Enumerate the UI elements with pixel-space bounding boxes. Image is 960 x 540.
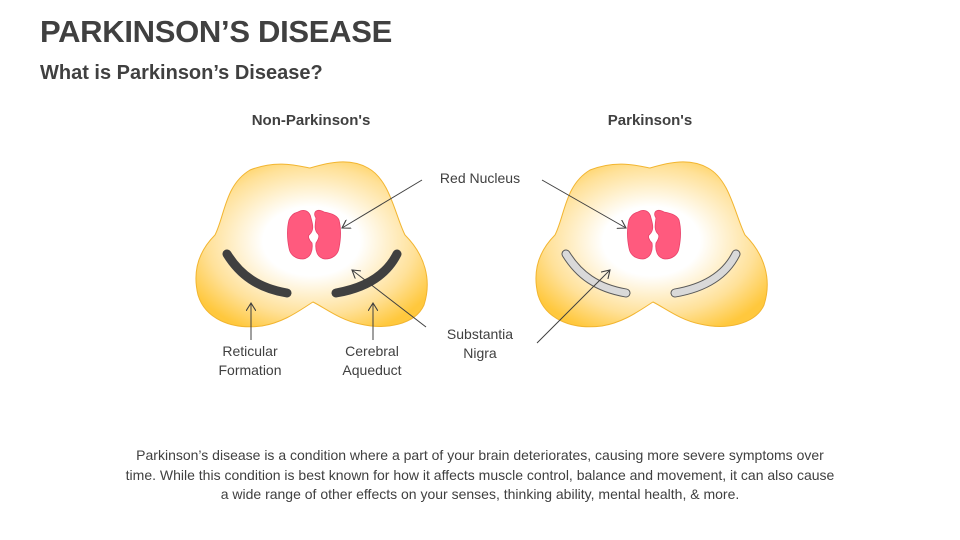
left-midbrain: [195, 161, 428, 328]
label-red-nucleus: Red Nucleus: [439, 170, 521, 186]
page-title: PARKINSON’S DISEASE: [40, 14, 393, 49]
label-reticular-formation-line1: Reticular: [222, 343, 278, 359]
arrow-red-nucleus-right: [541, 179, 626, 228]
page-subtitle: What is Parkinson’s Disease?: [40, 62, 323, 84]
heading-parkinsons: Parkinson's: [607, 112, 693, 129]
label-substantia-nigra-line2: Nigra: [463, 345, 497, 361]
substantia-nigra-left-a: [222, 249, 292, 298]
right-midbrain: [535, 161, 768, 328]
description-paragraph: Parkinson’s disease is a condition where…: [125, 447, 835, 502]
red-nucleus-left: [287, 210, 341, 260]
label-cerebral-aqueduct: Cerebral Aqueduct: [322, 342, 422, 380]
label-cerebral-aqueduct-line2: Aqueduct: [342, 362, 402, 378]
red-nucleus-right: [627, 210, 681, 260]
label-substantia-nigra-line1: Substantia: [446, 326, 514, 342]
label-substantia-nigra: Substantia Nigra: [430, 325, 530, 363]
arrow-substantia-nigra-left: [352, 270, 427, 328]
substantia-nigra-left-b: [331, 249, 402, 298]
heading-non-parkinsons: Non-Parkinson's: [251, 112, 371, 129]
label-cerebral-aqueduct-line1: Cerebral: [345, 343, 399, 359]
arrow-substantia-nigra-right: [536, 270, 610, 344]
label-reticular-formation: Reticular Formation: [200, 342, 300, 380]
arrow-red-nucleus-left: [342, 179, 423, 228]
label-reticular-formation-line2: Formation: [218, 362, 282, 378]
